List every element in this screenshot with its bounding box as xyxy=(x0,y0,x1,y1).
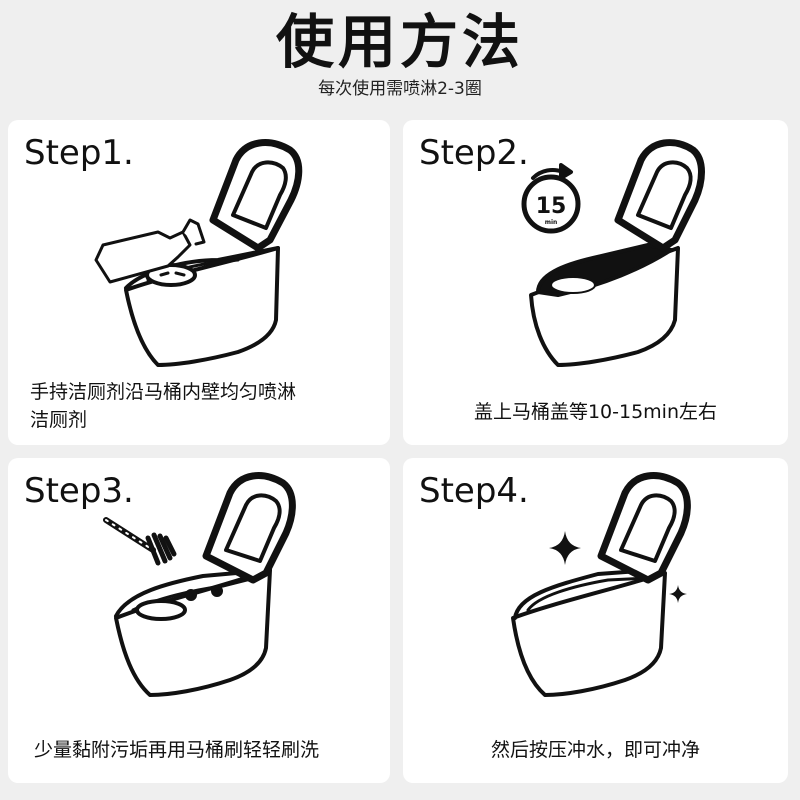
caption-line-1: 手持洁厕剂沿马桶内壁均匀喷淋 xyxy=(30,381,297,403)
step-label: Step2. xyxy=(419,133,529,173)
timer-unit: min xyxy=(545,219,558,226)
sparkle-icon xyxy=(669,585,687,603)
step-card-3: Step3. 少量黏附污垢再用马桶刷轻轻刷洗 xyxy=(8,458,390,783)
step-label: Step3. xyxy=(24,471,134,511)
step-caption: 然后按压冲水，即可冲净 xyxy=(490,739,700,761)
timer-value: 15 xyxy=(536,194,567,219)
step-card-2: 15 min Step2. 盖上马桶盖等10-15min左右 xyxy=(403,120,788,445)
clean-toilet-with-sparkles-icon: Step4. xyxy=(419,471,691,697)
caption-line-2: 洁厕剂 xyxy=(30,409,88,431)
sparkle-icon xyxy=(549,531,581,565)
toilet-with-spray-bottle-icon: Step1. xyxy=(24,133,303,367)
step-label: Step1. xyxy=(24,133,134,173)
step-caption: 少量黏附污垢再用马桶刷轻轻刷洗 xyxy=(34,739,320,761)
step-card-1: Step1. 手持洁厕剂沿马桶内壁均匀喷淋 洁厕剂 xyxy=(8,120,390,445)
step-label: Step4. xyxy=(419,471,529,511)
step-card-4: Step4. 然后按压冲水，即可冲净 xyxy=(403,458,788,783)
page-subtitle: 每次使用需喷淋2-3圈 xyxy=(318,79,482,99)
page-title: 使用方法 xyxy=(275,8,524,76)
toilet-with-brush-icon: Step3. xyxy=(24,471,296,697)
step-caption: 手持洁厕剂沿马桶内壁均匀喷淋 洁厕剂 xyxy=(30,378,390,434)
step-caption: 盖上马桶盖等10-15min左右 xyxy=(473,401,718,423)
toilet-with-timer-icon: 15 min Step2. xyxy=(419,133,705,367)
